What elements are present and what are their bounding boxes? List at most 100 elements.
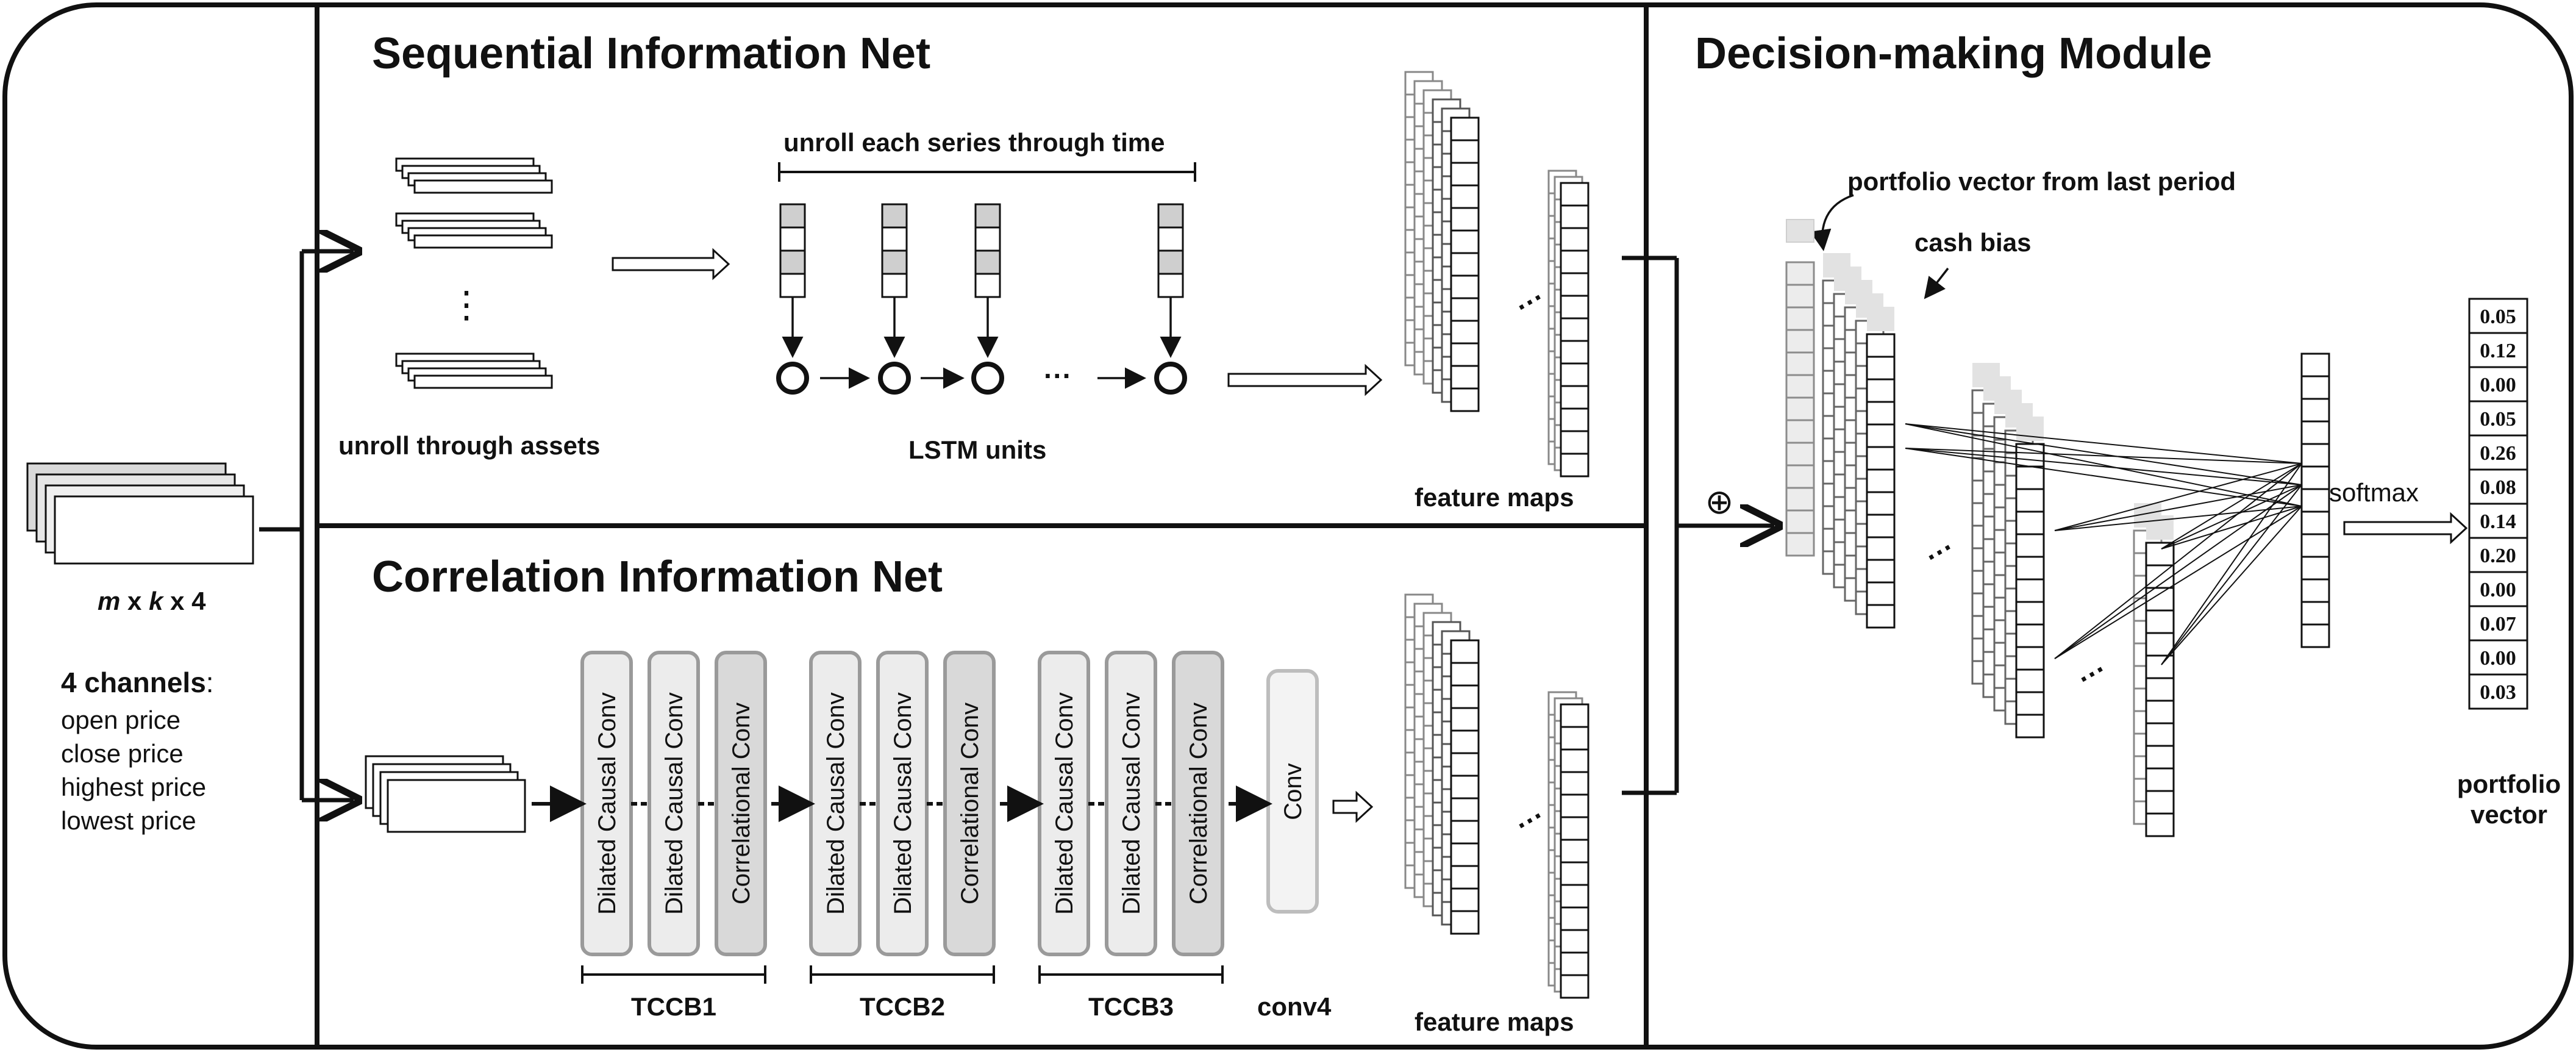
lstm-columns (779, 203, 1184, 298)
cell (1560, 340, 1589, 365)
layer-ellipsis: ··· (1920, 531, 1960, 573)
cell (1560, 407, 1589, 432)
cell (2015, 465, 2045, 490)
cell (1785, 306, 1815, 331)
dense-connections (1905, 423, 2302, 665)
cell (1785, 351, 1815, 376)
cell (1866, 446, 1896, 471)
cell (1560, 317, 1589, 342)
cell (1866, 491, 1896, 516)
cell (1450, 342, 1480, 367)
cell (2300, 488, 2330, 513)
cell (1450, 910, 1480, 935)
decision-module: Decision-making Module portfolio vector … (1695, 29, 2561, 837)
portfolio-cell (2468, 673, 2528, 710)
tccb-label: TCCB1 (631, 992, 716, 1021)
cell (2300, 398, 2330, 423)
cell (1450, 365, 1480, 390)
lstm-down-arrows (782, 297, 1182, 358)
portfolio-last-pointer (1810, 194, 1854, 251)
portfolio-last-label: portfolio vector from last period (1847, 167, 2236, 196)
feature-stack (1404, 593, 1480, 935)
cell (1785, 532, 1815, 557)
cell (1866, 356, 1896, 381)
portfolio-cell (2468, 537, 2528, 573)
cell (1560, 430, 1589, 455)
asset-stack-2 (395, 212, 553, 249)
cash-bias-label: cash bias (1914, 228, 2031, 257)
cell (1866, 513, 1896, 539)
lstm-column-2 (881, 203, 908, 298)
conv-layer-label: Dilated Causal Conv (594, 692, 621, 915)
cell (1866, 581, 1896, 606)
correlational-conv-box (943, 651, 996, 956)
tccb-label: TCCB3 (1088, 992, 1174, 1021)
portfolio-last-column (1785, 261, 1815, 557)
portfolio-value: 0.05 (2480, 306, 2516, 328)
portfolio-value: 0.20 (2480, 545, 2516, 567)
portfolio-cell (2468, 434, 2528, 471)
cell (1560, 726, 1589, 751)
cell (2145, 767, 2175, 792)
cell (1450, 865, 1480, 890)
cell (1785, 487, 1815, 512)
decision-stack-1: ··· (1822, 253, 1960, 629)
correlational-conv-box (1172, 651, 1224, 956)
cell (1560, 182, 1589, 207)
series-bracket (778, 162, 1196, 182)
cell (1450, 207, 1480, 232)
cell (2300, 420, 2330, 445)
cell (1450, 297, 1480, 322)
asset-stack-3 (395, 352, 553, 389)
correlational-conv-box (715, 651, 767, 956)
channel-item: highest price (61, 773, 206, 801)
cell (2015, 646, 2045, 671)
cell (1866, 604, 1896, 629)
decision-layers: ··· ··· (1785, 219, 2330, 837)
cell (2300, 623, 2330, 648)
cell (2300, 465, 2330, 490)
cell (1785, 419, 1815, 444)
cell (2015, 668, 2045, 693)
cell (1785, 261, 1815, 286)
cell (1450, 662, 1480, 687)
cell (1560, 861, 1589, 886)
lstm-column-4 (1157, 203, 1184, 298)
portfolio-value: 0.00 (2480, 579, 2516, 601)
lstm-units-label: LSTM units (908, 435, 1046, 464)
tccb-blocks: Dilated Causal Conv Dilated Causal Conv Co… (532, 651, 1332, 1021)
final-column (2300, 352, 2330, 648)
cell (1560, 385, 1589, 410)
feature-maps-label: feature maps (1415, 1007, 1574, 1036)
cell (1560, 884, 1589, 909)
cell (2145, 609, 2175, 634)
portfolio-value: 0.08 (2480, 476, 2516, 499)
cell (1450, 775, 1480, 800)
hollow-arrow (1332, 790, 1374, 823)
cell (2145, 812, 2175, 837)
decision-stack-2: ··· (1971, 363, 2113, 739)
cell (1866, 536, 1896, 561)
feature-stack (1404, 71, 1480, 412)
hollow-arrow (612, 248, 730, 281)
cell (1866, 401, 1896, 426)
conv4-label: conv4 (1257, 992, 1332, 1021)
conv-layer-label: Dilated Causal Conv (1051, 692, 1078, 915)
cell (1785, 509, 1815, 534)
layer-ellipsis: ··· (2072, 653, 2113, 695)
portfolio-value: 0.14 (2480, 510, 2516, 533)
lstm-unit (878, 362, 911, 395)
conv-layer-label: Correlational Conv (1185, 703, 1212, 904)
cell (2015, 623, 2045, 648)
conv-layer-label: Dilated Causal Conv (661, 692, 688, 915)
portfolio-cell (2468, 298, 2528, 334)
cell (1560, 249, 1589, 274)
concat-symbol: ⊕ (1705, 482, 1734, 521)
cell (1560, 703, 1589, 728)
cell (2300, 533, 2330, 558)
cell (2015, 601, 2045, 626)
